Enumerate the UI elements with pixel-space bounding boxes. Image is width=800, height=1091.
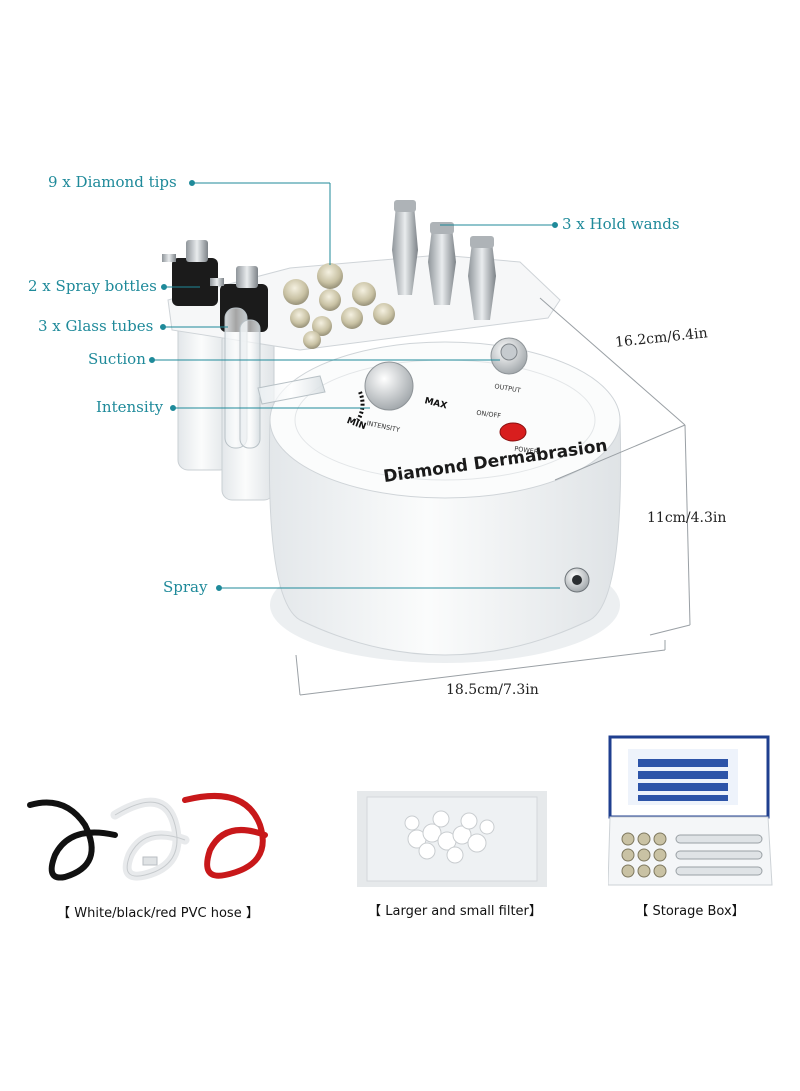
storage-box-caption: 【 Storage Box】 <box>635 904 745 919</box>
hose-photo <box>25 785 275 890</box>
dimension-width: 18.5cm/7.3in <box>446 682 539 698</box>
hose-caption: 【 White/black/red PVC hose 】 <box>57 906 259 921</box>
brand-text: Diamond Dermabrasion <box>382 436 609 487</box>
diamond-tips-group <box>283 263 395 349</box>
filter-caption: 【 Larger and small filter】 <box>368 904 542 919</box>
callout-glass-tubes: 3 x Glass tubes <box>38 317 154 335</box>
power-label: POWER <box>514 445 539 456</box>
callout-intensity: Intensity <box>96 398 164 416</box>
callout-hold-wands: 3 x Hold wands <box>562 215 680 233</box>
onoff-label: ON/OFF <box>476 409 502 420</box>
callout-spray-bottles: 2 x Spray bottles <box>28 277 157 295</box>
callout-suction: Suction <box>88 350 146 368</box>
dial-min-label: MIN <box>345 416 367 432</box>
filter-photo <box>357 791 547 887</box>
output-label: OUTPUT <box>494 382 522 394</box>
callout-diamond-tips: 9 x Diamond tips <box>48 173 177 191</box>
dial-max-label: MAX <box>423 396 448 411</box>
hold-wands-group <box>392 200 496 320</box>
dimension-height: 11cm/4.3in <box>647 510 727 526</box>
callout-spray: Spray <box>163 578 208 596</box>
dial-intensity-label: INTENSITY <box>366 419 401 434</box>
storage-box-photo <box>608 735 773 895</box>
